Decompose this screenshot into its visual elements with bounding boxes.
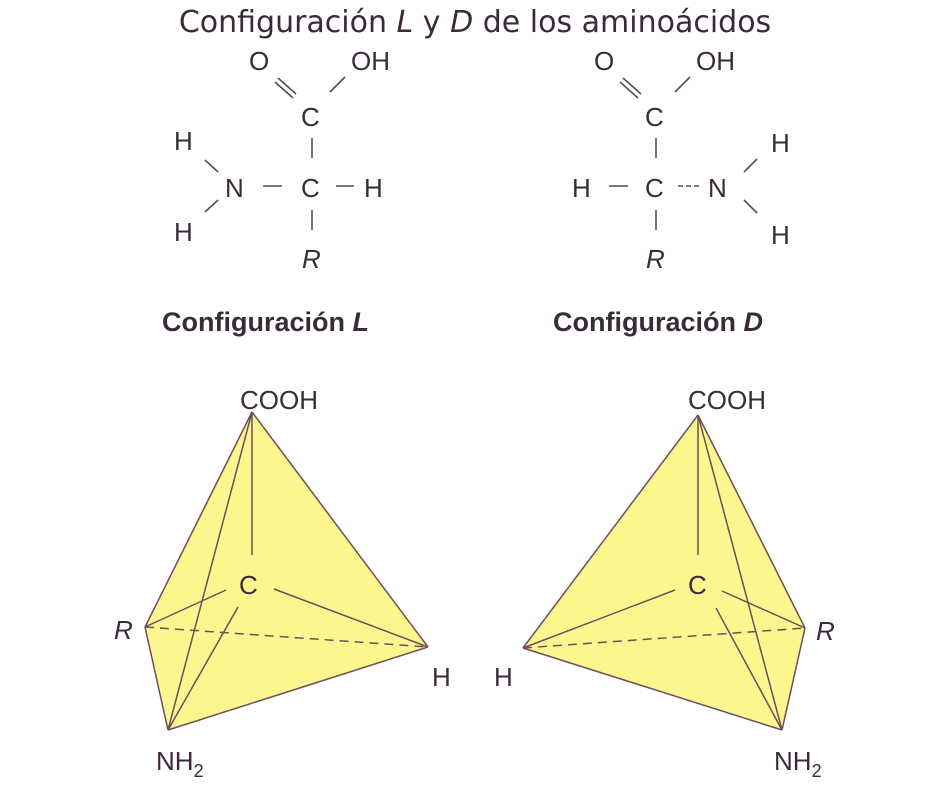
edge-R-NH2 xyxy=(144,626,169,731)
atom-O: O xyxy=(249,46,269,76)
bond-C-H xyxy=(273,588,429,648)
config-L-label: Configuración L xyxy=(162,307,369,337)
bond-N-H-top xyxy=(743,158,758,173)
fischer-projection-D: O OH C H C N H H R xyxy=(572,46,790,274)
label-R: R xyxy=(816,616,835,646)
atom-H: H xyxy=(364,173,383,203)
edge-R-NH2 xyxy=(781,627,806,731)
atom-N: N xyxy=(708,173,727,203)
tetrahedron-D: COOH C H R NH2 xyxy=(494,385,835,781)
edge-H-R-dashed xyxy=(522,627,806,649)
tetrahedron-L: COOH C R H NH2 xyxy=(114,385,451,781)
atom-C-alpha: C xyxy=(645,173,664,203)
atom-H: H xyxy=(174,126,193,156)
fischer-projection-L: O OH C H N H C H R xyxy=(174,46,390,274)
atom-H: H xyxy=(771,220,790,250)
atom-R: R xyxy=(302,244,321,274)
edge-NH2-H xyxy=(167,646,429,731)
single-bond-OH xyxy=(329,76,346,93)
tetrahedron-face xyxy=(145,412,428,730)
bond-C-R xyxy=(144,589,227,628)
atom-OH: OH xyxy=(351,46,390,76)
atom-C-alpha: C xyxy=(301,173,320,203)
bond-C-H xyxy=(522,589,676,649)
label-C: C xyxy=(688,570,707,600)
atom-H: H xyxy=(771,128,790,158)
edge-top-NH2 xyxy=(167,411,253,731)
bond-H-N-top xyxy=(204,159,219,173)
bond-C-NH2 xyxy=(167,606,239,731)
atom-R: R xyxy=(646,244,665,274)
bond-C-NH2 xyxy=(715,607,783,731)
atom-OH: OH xyxy=(696,46,735,76)
atom-C-carboxyl: C xyxy=(301,102,320,132)
bond-H-N-bottom xyxy=(204,199,219,213)
tetrahedron-face xyxy=(523,415,805,730)
edge-top-H xyxy=(522,414,699,649)
atom-H: H xyxy=(572,173,591,203)
label-NH2: NH2 xyxy=(156,746,204,781)
label-COOH: COOH xyxy=(240,385,318,415)
atom-N: N xyxy=(225,173,244,203)
label-NH2: NH2 xyxy=(774,746,822,781)
double-bond-a xyxy=(619,81,639,99)
bond-N-H-bottom xyxy=(743,199,758,214)
atom-H: H xyxy=(174,217,193,247)
double-bond-b xyxy=(277,77,297,95)
edge-top-R xyxy=(697,414,806,629)
edge-top-R xyxy=(144,411,253,628)
page-title: Configuración L y D de los aminoácidos xyxy=(179,5,771,40)
config-D-label: Configuración D xyxy=(553,307,763,337)
label-C: C xyxy=(239,570,258,600)
atom-O: O xyxy=(594,46,614,76)
label-H: H xyxy=(494,662,513,692)
edge-top-H xyxy=(251,411,429,648)
label-R: R xyxy=(114,615,133,645)
single-bond-OH xyxy=(674,76,691,93)
edge-H-NH2 xyxy=(522,647,783,731)
bond-C-R xyxy=(721,590,806,629)
atom-C-carboxyl: C xyxy=(645,102,664,132)
edge-R-H-dashed xyxy=(144,626,429,648)
double-bond-b xyxy=(622,77,642,95)
label-H: H xyxy=(432,662,451,692)
edge-top-NH2 xyxy=(697,414,783,731)
label-COOH: COOH xyxy=(688,385,766,415)
double-bond-a xyxy=(274,81,294,99)
